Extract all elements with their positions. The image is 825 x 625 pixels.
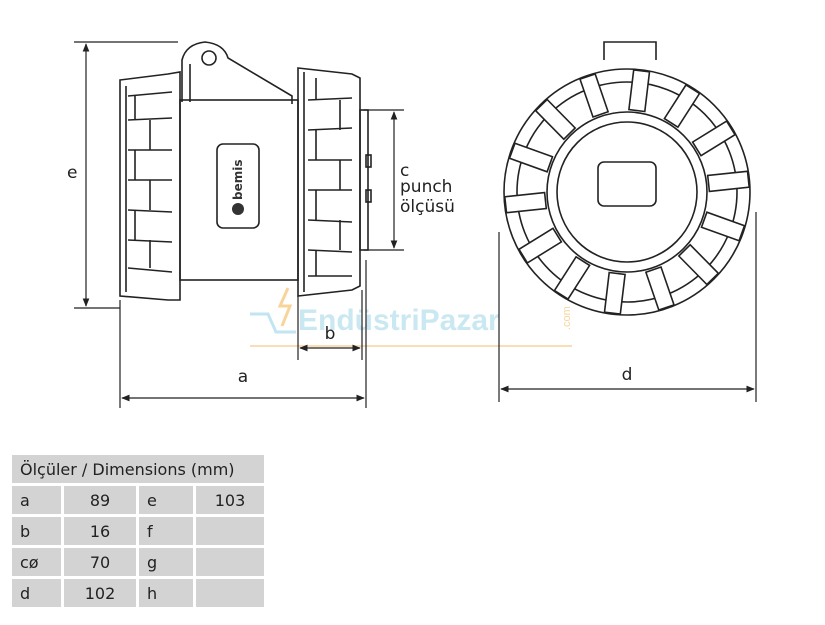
table-cell-key: a [12,486,61,514]
rib [644,265,676,312]
rib [603,271,626,315]
dim-label-b: b [325,324,336,344]
front-view [503,41,751,316]
table-row: b 16 f [12,517,264,545]
table-cell-key: g [139,548,193,576]
rib [553,255,591,301]
rib [517,227,563,265]
table-cell-value [196,548,264,576]
dim-label-e: e [67,163,77,183]
bemis-logo: bemis [231,160,245,215]
table-cell-value: 103 [196,486,264,514]
rib [663,83,701,129]
dim-label-c-punch: punch [400,177,452,197]
table-cell-key: f [139,517,193,545]
rib [677,243,720,286]
table-cell-key: e [139,486,193,514]
table-cell-value: 70 [64,548,136,576]
technical-drawing: bemis EndüstriPazar .com [67,41,757,408]
svg-text:bemis: bemis [231,160,245,201]
table-cell-value: 16 [64,517,136,545]
rib [691,119,737,157]
table-cell-value: 102 [64,579,136,607]
table-row: a 89 e 103 [12,486,264,514]
table-cell-key: d [12,579,61,607]
dim-label-d: d [622,365,633,385]
table-row: cø 70 g [12,548,264,576]
rib [534,98,577,141]
dim-label-c-olcusu: ölçüsü [400,197,455,217]
table-cell-key: h [139,579,193,607]
table-title: Ölçüler / Dimensions (mm) [12,455,264,483]
dim-label-a: a [238,367,248,387]
rib [508,142,554,173]
table-cell-value [196,517,264,545]
rib [503,191,548,214]
rib [628,69,651,113]
table-cell-value: 89 [64,486,136,514]
rib [578,72,610,119]
rib [700,211,746,242]
dimension-lines [74,41,757,408]
side-view [119,41,372,301]
dimensions-table: Ölçüler / Dimensions (mm) a 89 e 103 b 1… [9,452,267,610]
table-cell-value [196,579,264,607]
table-cell-key: b [12,517,61,545]
svg-text:.com: .com [561,306,573,330]
table-row: d 102 h [12,579,264,607]
table-cell-key: cø [12,548,61,576]
rib [706,170,751,193]
svg-text:EndüstriPazar: EndüstriPazar [298,304,500,337]
dim-label-c: c [400,161,409,181]
